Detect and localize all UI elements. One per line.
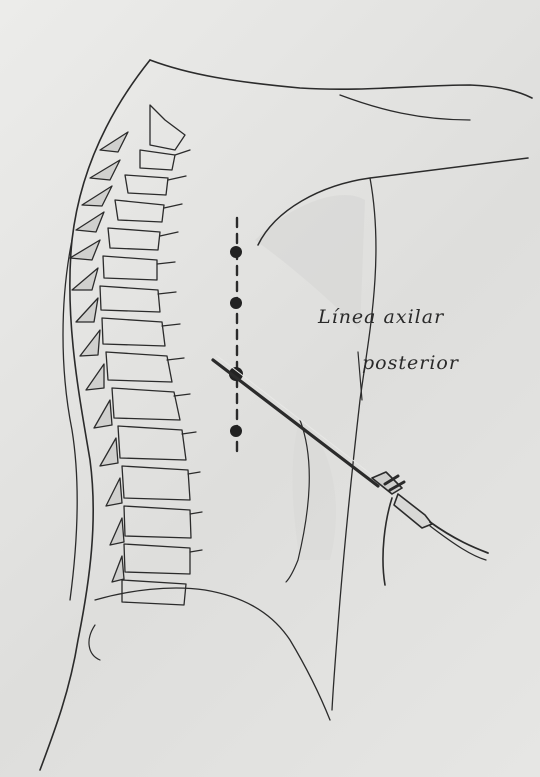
shoulder-outline [150,60,532,98]
lower-back-outline [95,588,330,720]
puncture-point-1 [230,246,242,258]
puncture-point-4 [230,425,242,437]
label-posterior: posterior [362,352,459,374]
spine [70,105,202,605]
back-outline [40,60,150,770]
scapula-shading [293,420,336,560]
flank-line [89,625,100,660]
puncture-point-2 [230,297,242,309]
needle-drawing [213,355,488,585]
shoulder-fold [340,95,470,120]
label-linea-axilar: Línea axilar [318,306,444,328]
